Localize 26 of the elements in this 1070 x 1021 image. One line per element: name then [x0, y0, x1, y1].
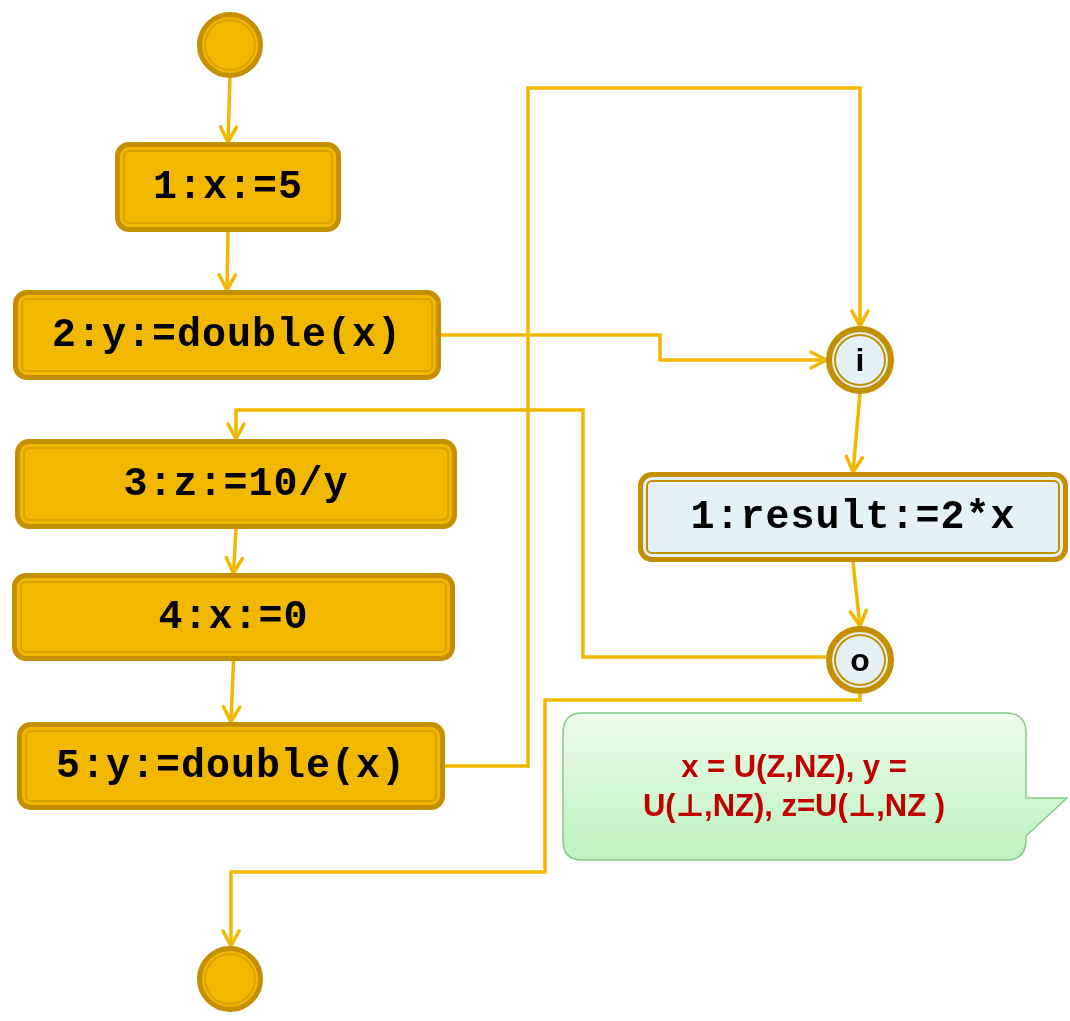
arrow: [224, 528, 245, 575]
arrow: [217, 231, 237, 292]
statement-text: 1:result:=2*x: [690, 494, 1016, 540]
statement-text: 5:y:=double(x): [55, 743, 407, 789]
statement-text: 3:z:=10/y: [123, 461, 349, 507]
action-box: [17, 722, 445, 810]
arrow: [848, 561, 869, 628]
callout-text: x = U(Z,NZ), y = U(⊥,NZ), z=U(⊥,NZ ): [641, 748, 947, 825]
arrow: [441, 333, 828, 370]
action-box: [115, 142, 341, 232]
call-action-box: [638, 472, 1068, 562]
arrow: [218, 77, 239, 144]
statement-text: 1:x:=5: [153, 164, 303, 210]
statement-text: 4:x:=0: [158, 594, 309, 640]
arrow: [221, 660, 242, 724]
statement-text: 2:y:=double(x): [51, 312, 403, 358]
arrow: [844, 393, 865, 474]
pin-label: i: [855, 341, 865, 379]
callout-bubble: [562, 712, 1068, 862]
pin-label: o: [850, 641, 870, 679]
arrow: [226, 408, 826, 659]
arrow: [445, 86, 870, 768]
action-box: [12, 573, 455, 661]
action-box: [15, 439, 457, 529]
arrow: [221, 693, 862, 948]
action-box: [13, 290, 441, 380]
